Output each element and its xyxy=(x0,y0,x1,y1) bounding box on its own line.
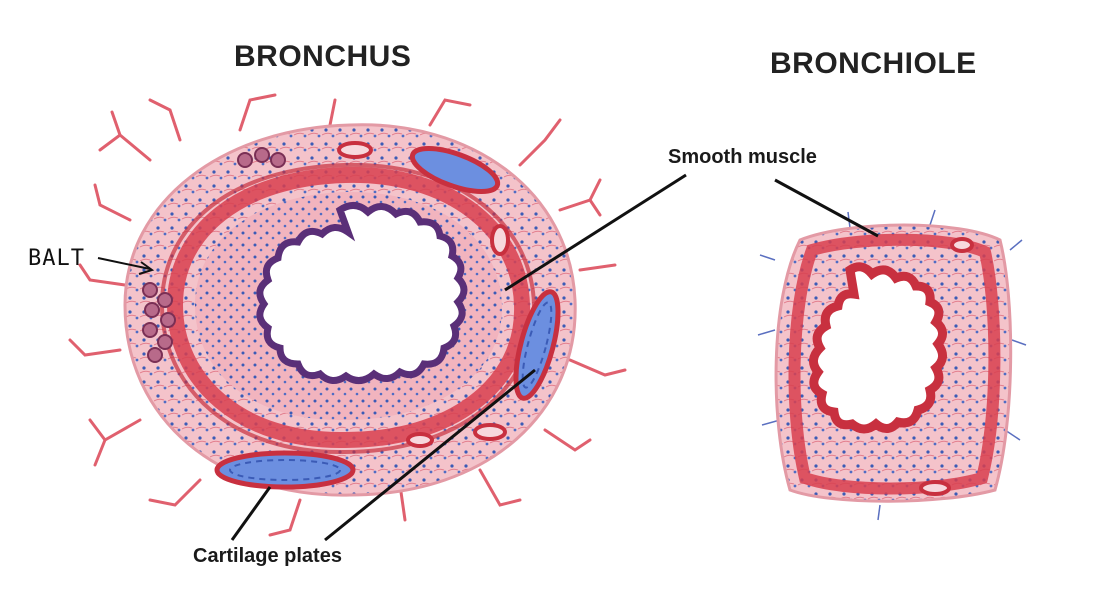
smooth-muscle-leader-right xyxy=(775,180,878,236)
bronchiole-title: BRONCHIOLE xyxy=(770,47,977,81)
smooth-muscle-label: Smooth muscle xyxy=(668,146,817,169)
balt-label: BALT xyxy=(28,246,85,271)
bronchiole-cross-section xyxy=(758,210,1026,520)
cartilage-leader-left xyxy=(232,487,270,540)
bronchus-cross-section xyxy=(70,95,625,535)
bronchus-title: BRONCHUS xyxy=(234,40,411,74)
cartilage-plates-label: Cartilage plates xyxy=(193,545,342,568)
cartilage-plate-bottom xyxy=(217,453,353,487)
